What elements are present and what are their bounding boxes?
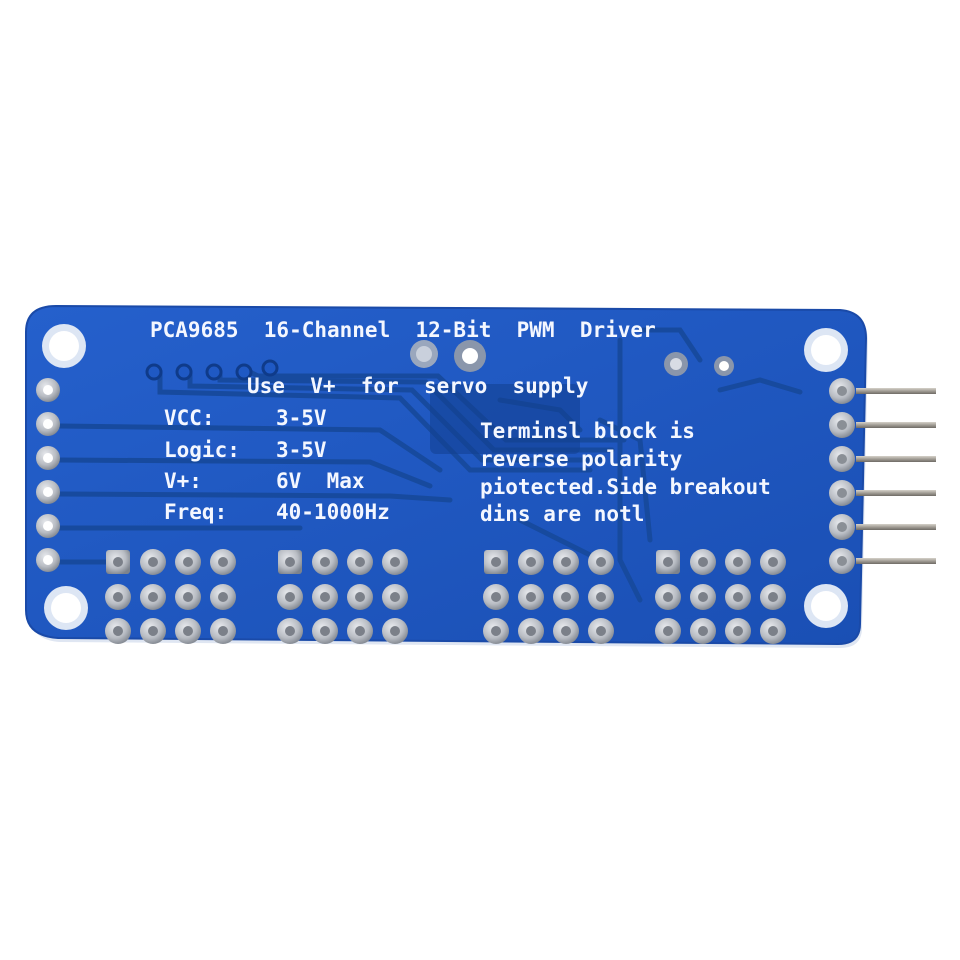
terminal-note-line-2: reverse polarity [480, 447, 683, 471]
servo-pad-hole [355, 557, 365, 567]
servo-pad-hole [285, 557, 295, 567]
servo-pad-hole [526, 626, 536, 636]
servo-pad-hole [768, 557, 778, 567]
servo-pad-hole [113, 592, 123, 602]
spec-value-vplus: 6V Max [276, 469, 365, 493]
servo-pad-hole [733, 626, 743, 636]
servo-pad-hole [491, 592, 501, 602]
servo-pad-hole [733, 592, 743, 602]
silkscreen-text: PCA9685 16-Channel 12-Bit PWM Driver Use… [150, 318, 771, 526]
servo-pad-hole [596, 557, 606, 567]
servo-pad-hole [733, 557, 743, 567]
servo-pad-hole [390, 626, 400, 636]
servo-pad-hole [148, 592, 158, 602]
spec-label-vcc: VCC: [164, 406, 215, 430]
servo-pad-hole [183, 626, 193, 636]
servo-pad-hole [596, 592, 606, 602]
servo-pad-hole [698, 557, 708, 567]
servo-pad-hole [561, 626, 571, 636]
servo-pad-hole [218, 592, 228, 602]
servo-pad-hole [768, 626, 778, 636]
terminal-note-line-1: Terminsl block is [480, 419, 695, 443]
servo-pad-hole [561, 592, 571, 602]
spec-label-logic: Logic: [164, 438, 240, 462]
servo-pad-hole [183, 557, 193, 567]
spec-value-logic: 3-5V [276, 438, 327, 462]
servo-supply-note: Use V+ for servo supply [247, 374, 589, 398]
terminal-note-line-3: piotected.Side breakout [480, 475, 771, 499]
left-header-pads [36, 378, 60, 572]
spec-label-vplus: V+: [164, 469, 202, 493]
servo-pad-hole [148, 557, 158, 567]
right-header-pins [829, 378, 936, 574]
servo-pad-hole [526, 557, 536, 567]
servo-pad-hole [285, 626, 295, 636]
servo-pad-hole [355, 592, 365, 602]
ic-footprint [430, 384, 580, 454]
servo-pad-hole [663, 626, 673, 636]
servo-pad-hole [285, 592, 295, 602]
servo-pad-hole [698, 626, 708, 636]
mounting-holes [42, 324, 848, 630]
servo-header-pads [105, 549, 786, 644]
servo-pad-hole [491, 557, 501, 567]
servo-pad-hole [390, 592, 400, 602]
servo-pad-hole [390, 557, 400, 567]
servo-pad-hole [355, 626, 365, 636]
servo-pad-hole [663, 592, 673, 602]
board-title: PCA9685 16-Channel 12-Bit PWM Driver [150, 318, 656, 342]
servo-pad-hole [561, 557, 571, 567]
servo-pad-hole [218, 626, 228, 636]
vias [145, 340, 734, 381]
servo-pad-hole [698, 592, 708, 602]
servo-pad-hole [768, 592, 778, 602]
servo-pad-hole [320, 626, 330, 636]
servo-pad-hole [113, 626, 123, 636]
servo-pad-hole [663, 557, 673, 567]
servo-pad-hole [491, 626, 501, 636]
terminal-note-line-4: dins are notl [480, 502, 644, 526]
servo-pad-hole [320, 592, 330, 602]
spec-label-freq: Freq: [164, 500, 227, 524]
servo-pad-hole [218, 557, 228, 567]
servo-pad-hole [526, 592, 536, 602]
spec-value-freq: 40-1000Hz [276, 500, 390, 524]
servo-pad-hole [183, 592, 193, 602]
servo-pad-hole [320, 557, 330, 567]
servo-pad-hole [113, 557, 123, 567]
servo-pad-hole [148, 626, 158, 636]
servo-pad-hole [596, 626, 606, 636]
spec-value-vcc: 3-5V [276, 406, 327, 430]
